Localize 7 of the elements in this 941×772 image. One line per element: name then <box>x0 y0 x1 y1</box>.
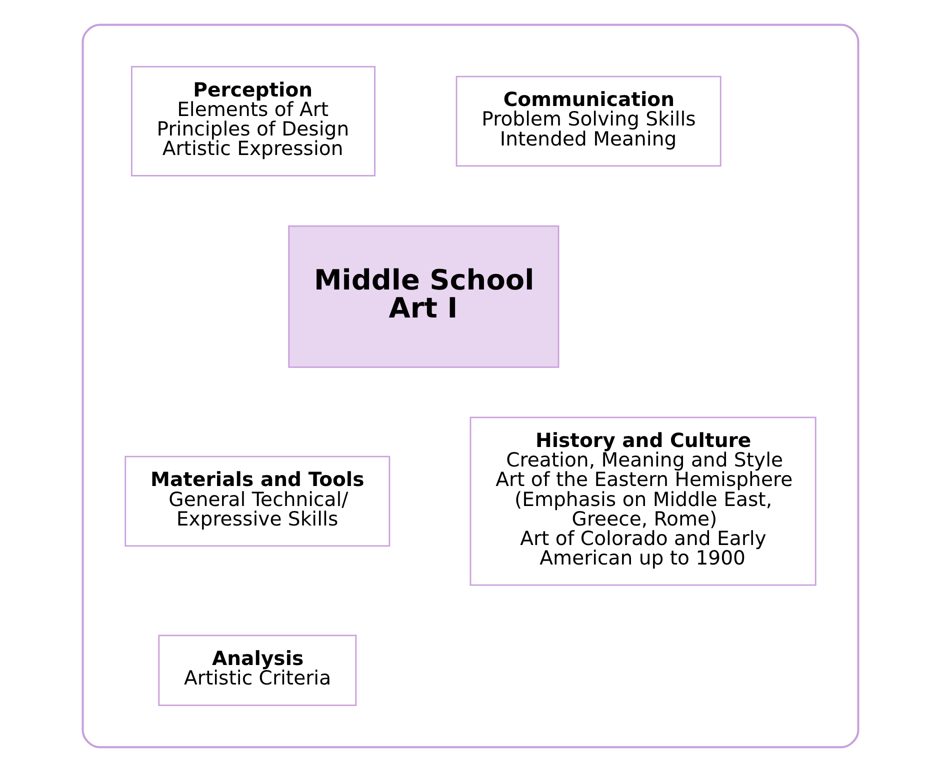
node-box: Analysis Artistic Criteria <box>158 634 357 706</box>
cluster <box>82 24 860 748</box>
node-box: Materials and Tools General Technical/ Expressive Skills <box>124 456 390 547</box>
node-box: Middle School Art I <box>288 225 560 368</box>
node-box: Perception Elements of Art Principles of Design Artistic Expression <box>130 66 376 176</box>
node-box: Communication Problem Solving Skills Intended Meaning <box>456 76 722 167</box>
node-box: History and Culture Creation, Meaning and Style Art of the Eastern Hemisphere (Emphasis on Middle East, Greece, Rome) Art of Colorado and Early American up to 1900 <box>470 416 816 586</box>
